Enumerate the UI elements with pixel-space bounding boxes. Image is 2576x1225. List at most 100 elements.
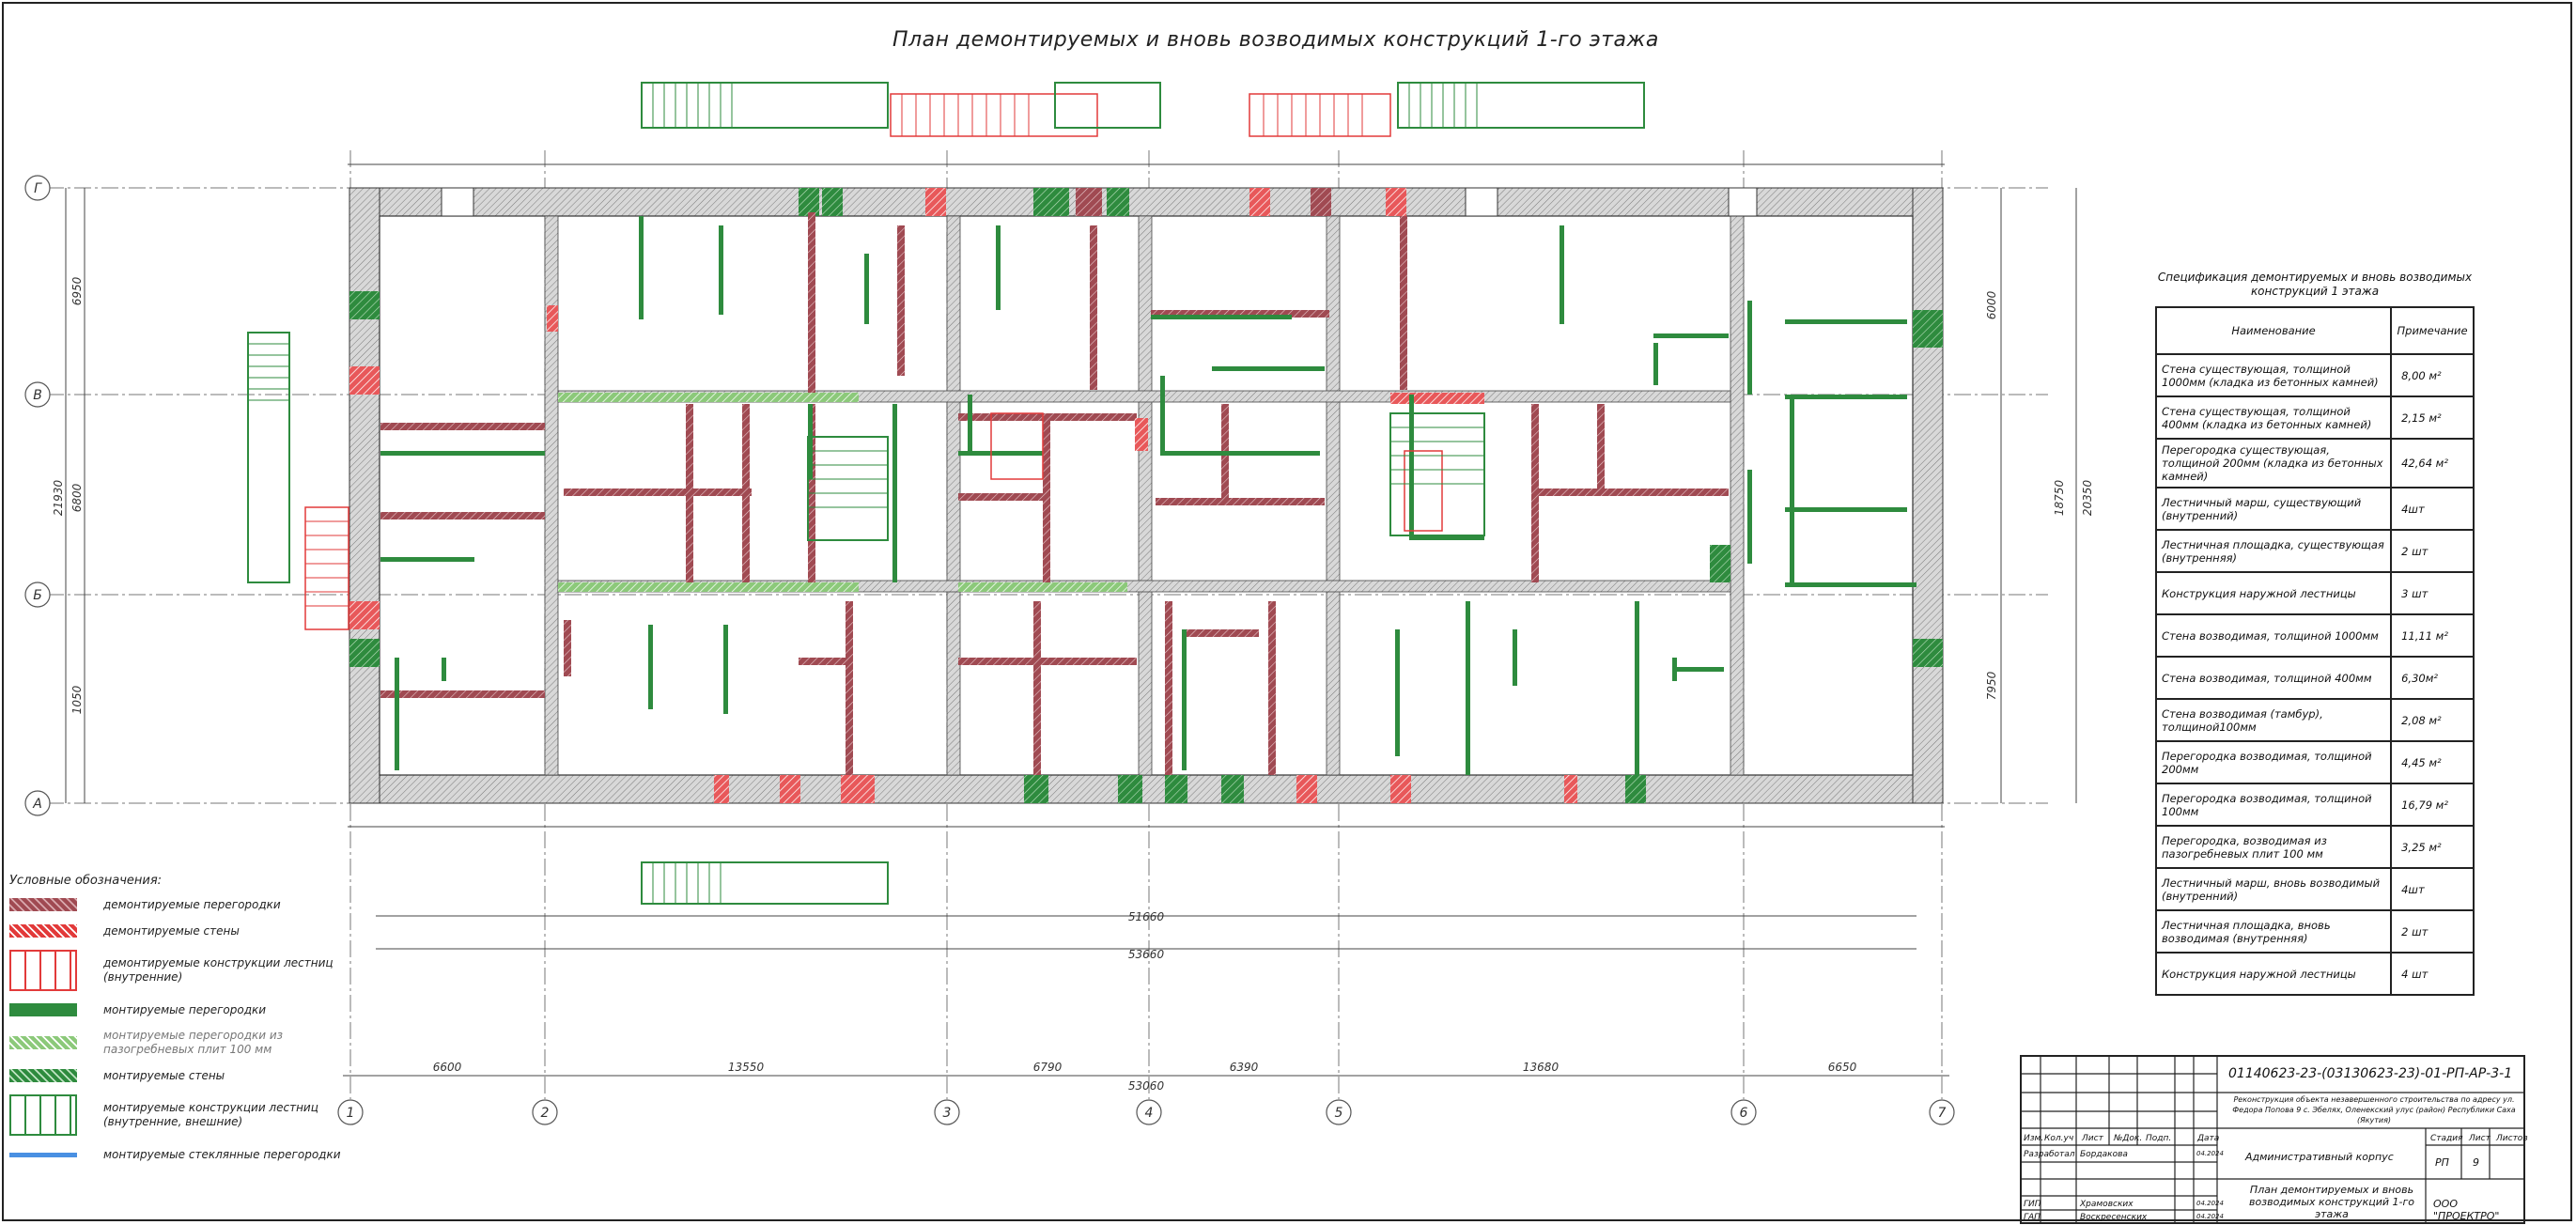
legend-item: монтируемые стены bbox=[9, 1068, 348, 1083]
legend-label: демонтируемые стены bbox=[103, 923, 240, 938]
stamp-date-3: 04.2024 bbox=[2196, 1213, 2224, 1220]
spec-title: Спецификация демонтируемых и вновь возво… bbox=[2157, 271, 2473, 298]
dim-left-total: 21930 bbox=[52, 480, 65, 517]
spec-value: 8,00 м² bbox=[2390, 353, 2475, 397]
axis-markers bbox=[24, 175, 1955, 1125]
legend-label: демонтируемые перегородки bbox=[103, 897, 281, 911]
spec-value: 2,15 м² bbox=[2390, 395, 2475, 440]
legend-label: монтируемые перегородки из пазогребневых… bbox=[103, 1029, 284, 1056]
drawing-title: План демонтируемых и вновь возводимых ко… bbox=[892, 28, 1659, 52]
legend-swatch-mounted-stairs bbox=[9, 1094, 77, 1136]
legend-item: демонтируемые перегородки bbox=[9, 897, 348, 912]
mounted-stairs-treads bbox=[248, 83, 1484, 904]
title-block-grid bbox=[2020, 1055, 2525, 1224]
spec-name: Перегородка возводимая, толщиной 100мм bbox=[2154, 783, 2393, 827]
stamp-sheet-head: Лист bbox=[2469, 1134, 2491, 1143]
axis-col-5: 5 bbox=[1335, 1106, 1343, 1121]
stamp-role-1: Разработал bbox=[2024, 1150, 2075, 1159]
spec-name: Перегородка существующая, толщиной 200мм… bbox=[2154, 438, 2393, 488]
legend-label: монтируемые конструкции лестниц (внутрен… bbox=[103, 1101, 318, 1128]
spec-table: Наименование Примечание Стена существующ… bbox=[2154, 306, 2475, 996]
axis-labels: Г В Б А 1 2 3 4 5 6 7 bbox=[32, 181, 1946, 1121]
spec-name: Конструкция наружной лестницы bbox=[2154, 571, 2393, 615]
dim-right-top: 6000 bbox=[1985, 290, 1998, 319]
legend-swatch-mounted-walls bbox=[9, 1069, 77, 1082]
spec-value: 6,30м² bbox=[2390, 656, 2475, 700]
stamp-role-3: ГАП bbox=[2024, 1213, 2041, 1222]
spec-name: Лестничная площадка, существующая (внутр… bbox=[2154, 529, 2393, 573]
stamp-sheets-head: Листов bbox=[2496, 1134, 2528, 1143]
legend-swatch-demolished-walls bbox=[9, 924, 77, 938]
spec-value: 4шт bbox=[2390, 487, 2475, 531]
legend-swatch-glass-partitions bbox=[9, 1152, 77, 1157]
spec-head-name: Наименование bbox=[2154, 306, 2393, 355]
axis-row-4: А bbox=[32, 797, 42, 812]
spec-value: 4шт bbox=[2390, 867, 2475, 911]
mounted-slab-partitions bbox=[558, 393, 1127, 592]
spec-name: Лестничный марш, вновь возводимый (внутр… bbox=[2154, 867, 2393, 911]
spec-name: Стена возводимая, толщиной 1000мм bbox=[2154, 613, 2393, 658]
legend-item: демонтируемые стены bbox=[9, 923, 348, 938]
legend-swatch-demolished-partitions bbox=[9, 898, 77, 911]
stamp-head-5: Подп. bbox=[2146, 1134, 2172, 1143]
axis-row-1: Г bbox=[34, 181, 42, 196]
stamp-stage: РП bbox=[2435, 1156, 2449, 1169]
demolished-stairs-treads bbox=[305, 94, 1363, 607]
spec-name: Стена существующая, толщиной 1000мм (кла… bbox=[2154, 353, 2393, 397]
title-block: Изм. Кол.уч Лист №Док. Подп. Дата Разраб… bbox=[2020, 1055, 2528, 1224]
spec-head-note: Примечание bbox=[2390, 306, 2475, 355]
dimension-labels: 6600 13550 6790 6390 13680 6650 53060 51… bbox=[52, 276, 2094, 1093]
legend-item: монтируемые перегородки bbox=[9, 1002, 348, 1017]
stamp-head-4: №Док. bbox=[2114, 1134, 2143, 1143]
legend-label: монтируемые стеклянные перегородки bbox=[103, 1147, 341, 1161]
legend-item: демонтируемые конструкции лестниц (внутр… bbox=[9, 950, 348, 991]
spec-value: 3,25 м² bbox=[2390, 825, 2475, 869]
axis-col-3: 3 bbox=[943, 1106, 952, 1121]
stamp-head-2: Кол.уч bbox=[2044, 1134, 2074, 1143]
stamp-date-1: 04.2024 bbox=[2196, 1150, 2224, 1157]
dim-right-bottom: 7950 bbox=[1985, 671, 1998, 700]
table-row: Стена существующая, толщиной 400мм (клад… bbox=[2154, 395, 2475, 440]
legend-title: Условные обозначения: bbox=[9, 874, 163, 888]
axis-col-4: 4 bbox=[1145, 1106, 1154, 1121]
dim-left-mid: 6800 bbox=[70, 483, 84, 512]
dim-left-top: 6950 bbox=[70, 276, 84, 305]
spec-header-row: Наименование Примечание bbox=[2154, 306, 2475, 355]
demolished-partitions bbox=[380, 212, 1729, 775]
dim-span-5: 13680 bbox=[1523, 1061, 1560, 1074]
stamp-sheet-name: План демонтируемых и вновь возводимых ко… bbox=[2249, 1184, 2414, 1220]
spec-name: Лестничная площадка, вновь возводимая (в… bbox=[2154, 909, 2393, 954]
dim-total-outer: 53660 bbox=[1128, 948, 1165, 961]
stamp-date-2: 04.2024 bbox=[2196, 1200, 2224, 1207]
stamp-object: Административный корпус bbox=[2245, 1151, 2394, 1163]
table-row: Лестничная площадка, вновь возводимая (в… bbox=[2154, 909, 2475, 954]
table-row: Лестничный марш, существующий (внутренни… bbox=[2154, 487, 2475, 531]
table-row: Стена существующая, толщиной 1000мм (кла… bbox=[2154, 353, 2475, 397]
table-row: Перегородка существующая, толщиной 200мм… bbox=[2154, 438, 2475, 488]
legend-item: монтируемые перегородки из пазогребневых… bbox=[9, 1029, 348, 1057]
stamp-code: 01140623-23-(03130623-23)-01-РП-АР-3-1 bbox=[2228, 1066, 2513, 1081]
legend-swatch-mounted-slab-partitions bbox=[9, 1036, 77, 1049]
table-row: Стена возводимая (тамбур), толщиной100мм… bbox=[2154, 698, 2475, 742]
dim-right-total: 20350 bbox=[2081, 480, 2094, 517]
stamp-name-2: Храмовских bbox=[2080, 1200, 2134, 1209]
legend-label: демонтируемые конструкции лестниц (внутр… bbox=[103, 956, 334, 984]
legend-item: монтируемые стеклянные перегородки bbox=[9, 1147, 348, 1162]
spec-name: Перегородка возводимая, толщиной 200мм bbox=[2154, 740, 2393, 784]
mounted-partitions bbox=[380, 216, 1916, 775]
legend-label: монтируемые стены bbox=[103, 1068, 225, 1082]
axis-row-3: Б bbox=[33, 588, 42, 603]
spec-value: 3 шт bbox=[2390, 571, 2475, 615]
dimension-lines bbox=[65, 163, 2077, 1077]
table-row: Лестничная площадка, существующая (внутр… bbox=[2154, 529, 2475, 573]
axis-col-1: 1 bbox=[347, 1106, 355, 1121]
axis-col-7: 7 bbox=[1938, 1106, 1947, 1121]
spec-name: Стена существующая, толщиной 400мм (клад… bbox=[2154, 395, 2393, 440]
exterior-wall-openings bbox=[349, 187, 1943, 803]
stamp-sheet: 9 bbox=[2473, 1156, 2479, 1169]
dim-span-6: 6650 bbox=[1828, 1061, 1857, 1074]
